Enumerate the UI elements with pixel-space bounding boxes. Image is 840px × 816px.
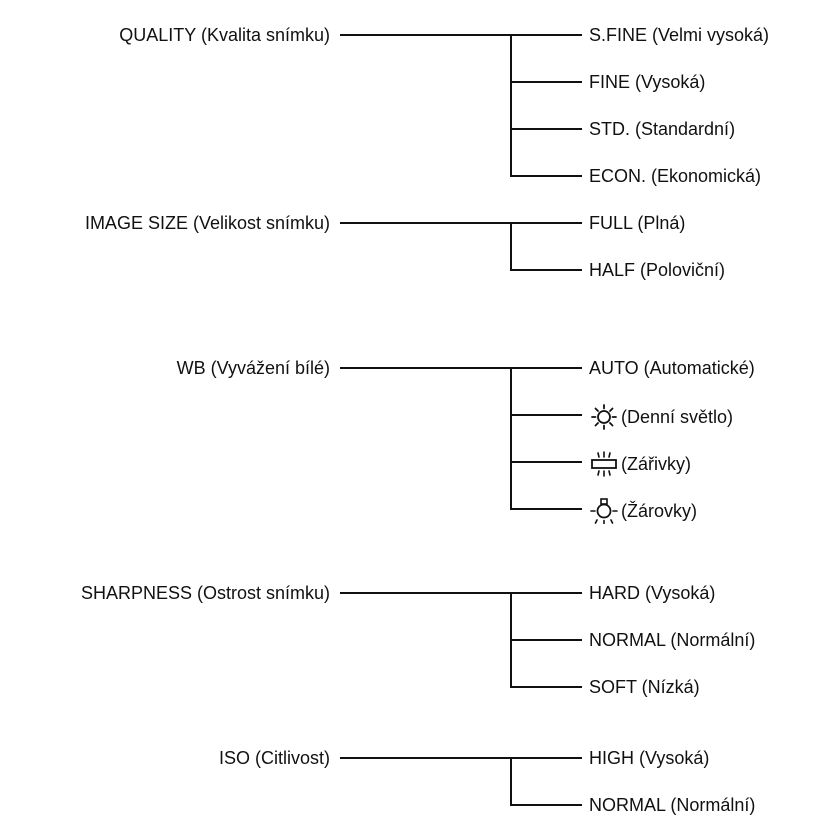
group-label-iso: ISO (Citlivost) <box>218 748 330 768</box>
option-iso-0: HIGH (Vysoká) <box>589 747 709 769</box>
connector-branch <box>510 461 582 463</box>
connector-line <box>340 367 582 369</box>
sun-icon <box>589 404 621 430</box>
group-label-sharpness: SHARPNESS (Ostrost snímku) <box>80 583 330 603</box>
option-label: (Žárovky) <box>621 501 697 521</box>
option-label: FULL (Plná) <box>589 213 686 233</box>
option-label: HALF (Poloviční) <box>589 260 726 280</box>
option-quality-3: ECON. (Ekonomická) <box>589 165 761 187</box>
option-iso-1: NORMAL (Normální) <box>589 794 755 816</box>
option-quality-0: S.FINE (Velmi vysoká) <box>589 24 769 46</box>
option-label: AUTO (Automatické) <box>589 358 755 378</box>
connector-line <box>340 34 582 36</box>
option-label: (Zářivky) <box>621 454 691 474</box>
option-image-size-1: HALF (Poloviční) <box>589 259 725 281</box>
connector-branch <box>510 128 582 130</box>
option-label: STD. (Standardní) <box>589 119 736 139</box>
option-wb-3: (Žárovky) <box>589 498 697 524</box>
connector-branch <box>510 686 582 688</box>
option-label: S.FINE (Velmi vysoká) <box>589 25 770 45</box>
option-label: ECON. (Ekonomická) <box>589 166 762 186</box>
option-sharpness-0: HARD (Vysoká) <box>589 582 715 604</box>
connector-branch <box>510 639 582 641</box>
connector-trunk <box>510 757 512 806</box>
option-quality-2: STD. (Standardní) <box>589 118 735 140</box>
connector-line <box>340 222 582 224</box>
connector-branch <box>510 269 582 271</box>
connector-branch <box>510 508 582 510</box>
option-quality-1: FINE (Vysoká) <box>589 71 705 93</box>
connector-branch <box>510 175 582 177</box>
connector-line <box>340 757 582 759</box>
option-label: HIGH (Vysoká) <box>589 748 710 768</box>
connector-branch <box>510 804 582 806</box>
option-wb-2: (Zářivky) <box>589 451 691 477</box>
option-sharpness-2: SOFT (Nízká) <box>589 676 700 698</box>
connector-trunk <box>510 34 512 177</box>
connector-branch <box>510 81 582 83</box>
option-label: NORMAL (Normální) <box>589 630 756 650</box>
connector-line <box>340 592 582 594</box>
option-label: NORMAL (Normální) <box>589 795 756 815</box>
option-label: (Denní světlo) <box>621 407 734 427</box>
option-label: HARD (Vysoká) <box>589 583 716 603</box>
group-label-wb: WB (Vyvážení bílé) <box>176 358 330 378</box>
option-label: FINE (Vysoká) <box>589 72 706 92</box>
option-label: SOFT (Nízká) <box>589 677 700 697</box>
option-image-size-0: FULL (Plná) <box>589 212 685 234</box>
option-wb-1: (Denní světlo) <box>589 404 733 430</box>
option-wb-0: AUTO (Automatické) <box>589 357 755 379</box>
connector-trunk <box>510 367 512 510</box>
fluorescent-icon <box>589 451 621 477</box>
connector-branch <box>510 414 582 416</box>
connector-trunk <box>510 222 512 271</box>
group-label-image-size: IMAGE SIZE (Velikost snímku) <box>84 213 330 233</box>
option-sharpness-1: NORMAL (Normální) <box>589 629 755 651</box>
group-label-quality: QUALITY (Kvalita snímku) <box>119 25 330 45</box>
bulb-icon <box>589 498 621 524</box>
